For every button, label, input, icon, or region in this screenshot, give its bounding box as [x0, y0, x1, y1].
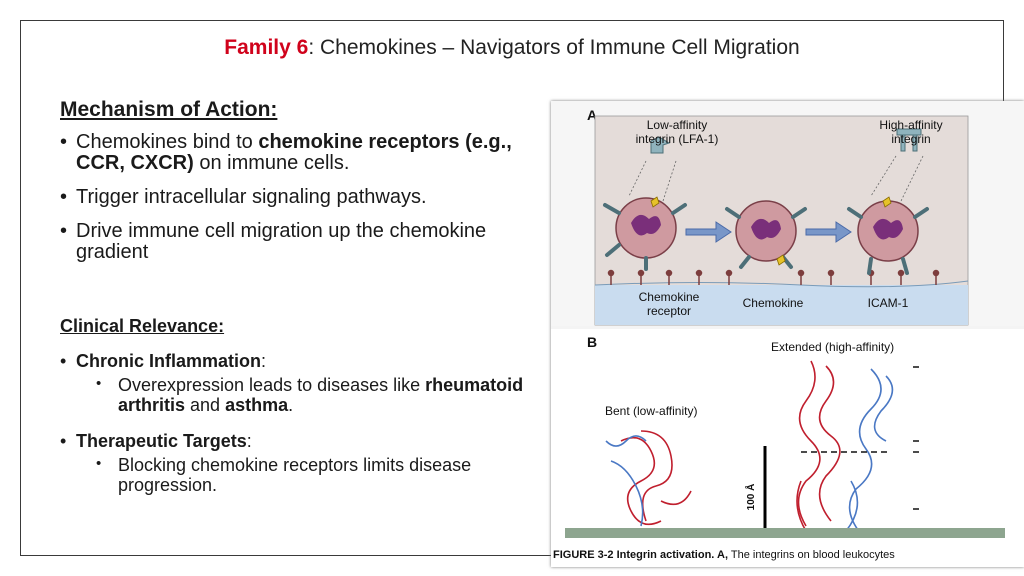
clinical-item-1: • Chronic Inflammation:: [60, 351, 267, 371]
mechanism-heading: Mechanism of Action:: [60, 98, 278, 121]
bullet-dot: •: [60, 131, 68, 153]
bent-integrin-structure: [605, 430, 692, 527]
extended-integrin-structure: [796, 360, 894, 535]
bullet-dot: •: [60, 186, 68, 208]
panel-b-background: [551, 329, 1024, 567]
slide-title: Family 6: Chemokines – Navigators of Imm…: [0, 36, 1024, 60]
clinical-heading: Clinical Relevance:: [60, 316, 225, 336]
scale-label: 100 Å: [744, 484, 757, 511]
callout-lines: [628, 155, 924, 202]
leukocyte-2: [735, 200, 797, 262]
icam-molecules: [607, 269, 940, 285]
bullet-dot: •: [60, 220, 68, 242]
integrin-activation-figure: A: [551, 101, 1024, 567]
mechanism-bullet-2: • Trigger intracellular signaling pathwa…: [60, 186, 427, 208]
clinical-subitem-2: • Blocking chemokine receptors limits di…: [96, 455, 472, 495]
panel-b-label: B: [587, 334, 597, 350]
low-affinity-label-1: Low-affinity: [647, 118, 707, 132]
title-text: : Chemokines – Navigators of Immune Cell…: [308, 36, 800, 59]
leukocyte-3: [857, 200, 919, 262]
integrin-callout-icons: [650, 128, 922, 154]
clinical-subitem-1: • Overexpression leads to diseases like …: [96, 375, 524, 415]
mechanism-bullet-3: • Drive immune cell migration up the che…: [60, 220, 487, 263]
high-affinity-label-1: High-affinity: [879, 118, 942, 132]
low-affinity-label-2: integrin (LFA-1): [636, 132, 719, 146]
chemokine-receptor-label-1: Chemokine: [639, 290, 700, 304]
figure-caption: FIGURE 3-2 Integrin activation. A, The i…: [553, 549, 895, 561]
high-affinity-label-2: integrin: [891, 132, 930, 146]
figure-svg: A: [551, 101, 1024, 567]
extended-label: Extended (high-affinity): [771, 340, 894, 354]
bullet-dot: •: [60, 351, 67, 371]
bent-label: Bent (low-affinity): [605, 404, 697, 418]
leukocyte-1: [615, 197, 677, 259]
bullet-dot: •: [96, 375, 102, 392]
integrins: [603, 203, 929, 275]
tick-marks: [913, 366, 919, 510]
migration-arrows: [685, 221, 852, 243]
text-column: Mechanism of Action: • Chemokines bind t…: [60, 98, 530, 511]
chemokine-receptor-label-2: receptor: [647, 304, 691, 318]
family-label: Family 6: [224, 36, 309, 59]
clinical-item-2: • Therapeutic Targets:: [60, 431, 252, 451]
mechanism-bullet-1: • Chemokines bind to chemokine receptors…: [60, 131, 512, 174]
icam-label: ICAM-1: [868, 296, 909, 310]
membrane-bar: [565, 528, 1005, 538]
bullet-dot: •: [96, 455, 102, 472]
endothelium: [595, 285, 968, 325]
bullet-dot: •: [60, 431, 67, 451]
chemokine-label: Chemokine: [743, 296, 804, 310]
panel-a-label: A: [587, 107, 597, 123]
chemokine-markers: [650, 196, 892, 266]
